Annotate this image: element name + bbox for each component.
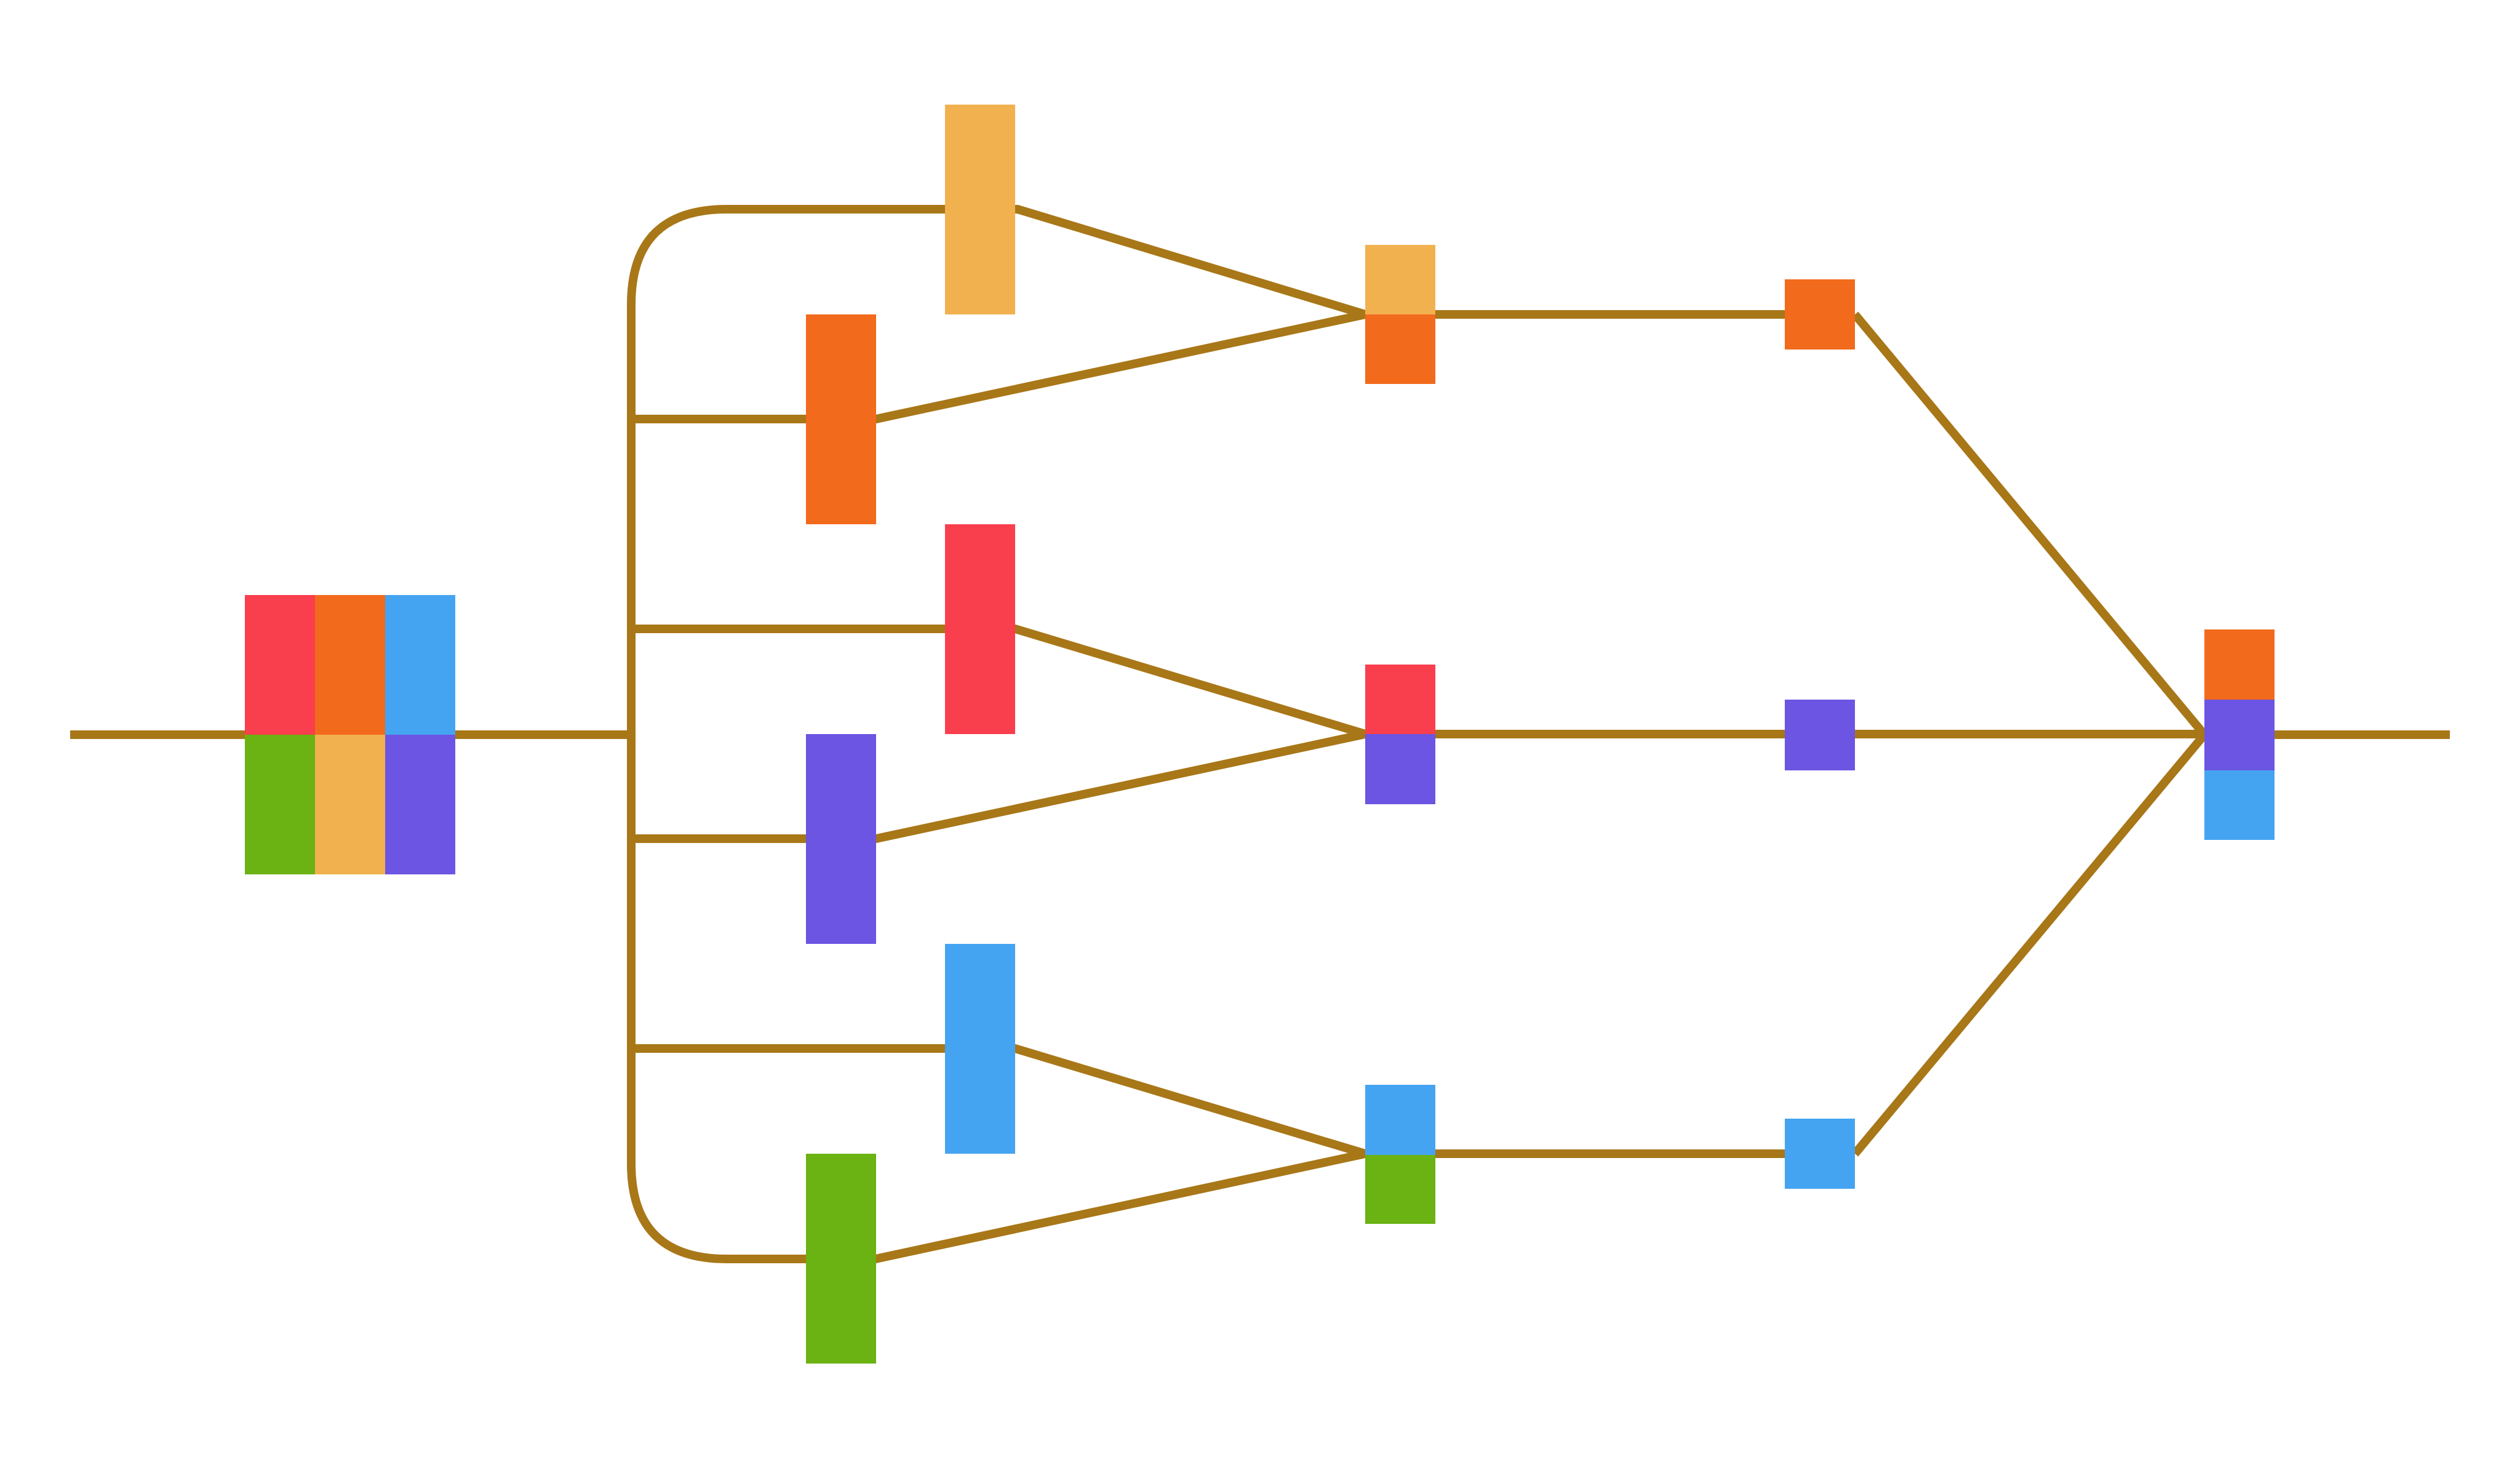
input-cell-purple bbox=[385, 735, 455, 874]
chunk-bar-red bbox=[945, 524, 1015, 734]
split-bracket-edge bbox=[627, 205, 727, 1263]
reduce-square-purple bbox=[1785, 700, 1855, 770]
output-cell-blue bbox=[2204, 770, 2275, 840]
merge-bottom-cell-green bbox=[1365, 1155, 1435, 1224]
chunk-bar-blue bbox=[945, 944, 1015, 1154]
input-cell-orange bbox=[315, 595, 385, 735]
merge-top-cell-orange bbox=[1365, 314, 1435, 384]
chunk-bar-purple bbox=[806, 734, 876, 944]
output-cell-purple bbox=[2204, 700, 2275, 770]
chunk-bar-green bbox=[806, 1154, 876, 1364]
input-cell-green bbox=[245, 735, 315, 874]
chunk-bar-orange bbox=[806, 314, 876, 524]
output-cell-orange bbox=[2204, 629, 2275, 700]
input-cell-blue bbox=[385, 595, 455, 735]
merge-top-cell-amber bbox=[1365, 245, 1435, 314]
merge-bottom-cell-blue bbox=[1365, 1085, 1435, 1155]
chunk-bar-amber bbox=[945, 105, 1015, 314]
input-cell-red bbox=[245, 595, 315, 735]
reduce-square-orange bbox=[1785, 279, 1855, 350]
input-cell-amber bbox=[315, 735, 385, 874]
merge-middle-cell-red bbox=[1365, 665, 1435, 734]
merge-middle-cell-purple bbox=[1365, 734, 1435, 804]
reduce-square-blue bbox=[1785, 1119, 1855, 1189]
